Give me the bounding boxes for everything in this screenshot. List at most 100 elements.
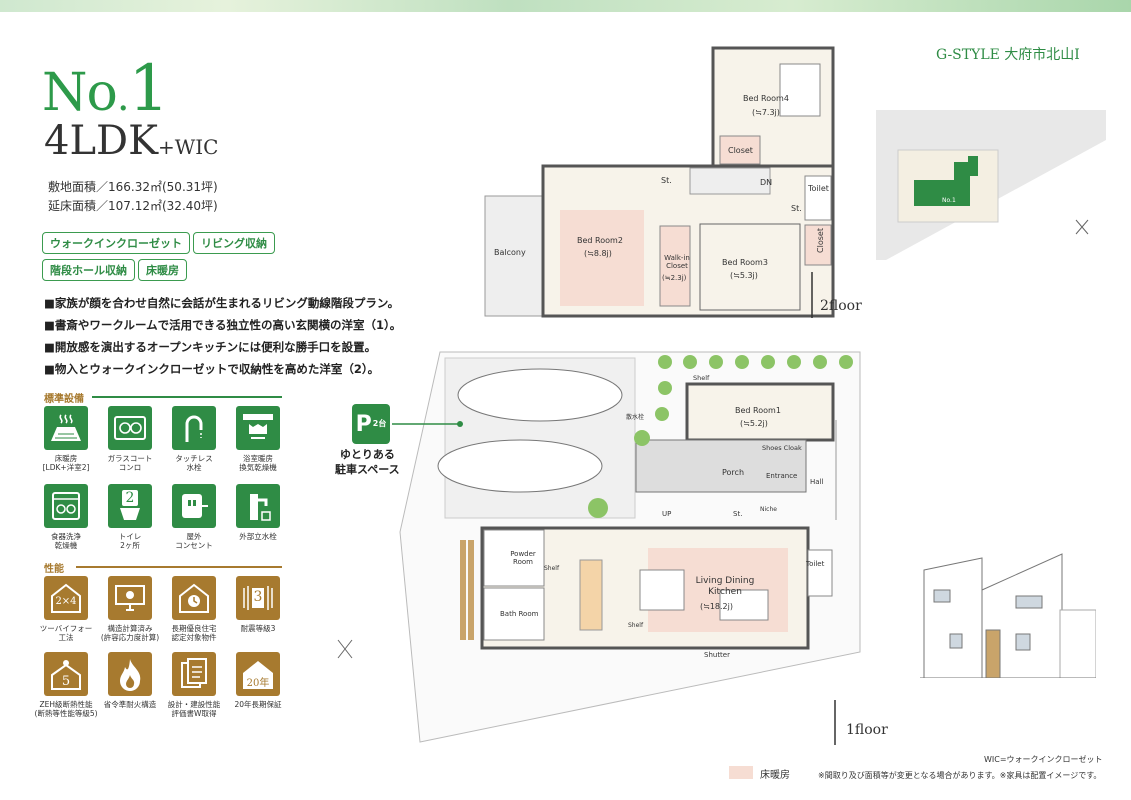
room-size: (≒2.3j) xyxy=(662,274,687,282)
heating-legend-swatch xyxy=(729,766,753,779)
fire-resistant-icon xyxy=(108,652,152,696)
room-label: Toilet xyxy=(808,184,829,193)
icon-caption: 浴室暖房換気乾燥機 xyxy=(239,454,277,473)
room-label: St. xyxy=(733,510,743,518)
icon-caption: 構造計算済み(許容応力度計算) xyxy=(100,624,160,643)
tag-wic: ウォークインクローゼット xyxy=(42,232,190,254)
feature-line: ■書斎やワークルームで活用できる独立性の高い玄関横の洋室（1）。 xyxy=(44,318,402,332)
trees xyxy=(588,355,853,518)
parking-pointer-dot xyxy=(457,421,463,427)
faucet-label: 散水栓 xyxy=(626,414,645,421)
dishwasher-icon xyxy=(44,484,88,528)
room-label: UP xyxy=(662,510,672,518)
icon-caption: 設計・建設性能評価書W取得 xyxy=(167,700,221,719)
wic-note: WIC=ウォークインクローゼット xyxy=(984,755,1103,764)
hedge xyxy=(460,540,474,640)
room-label: St. xyxy=(791,204,802,213)
icon-caption: 省令準耐火構造 xyxy=(103,700,157,709)
icon-caption: 耐震等級3 xyxy=(240,624,276,633)
structure-calc-icon xyxy=(108,576,152,620)
divider xyxy=(76,566,282,568)
outlet-icon xyxy=(172,484,216,528)
tag-living-storage: リビング収納 xyxy=(193,232,275,254)
icon-caption: ガラスコートコンロ xyxy=(107,454,153,473)
room-size: (≒5.3j) xyxy=(730,271,758,280)
icon-caption: 食器洗浄乾燥機 xyxy=(51,532,81,551)
bath-dryer-icon xyxy=(236,406,280,450)
room-label: Shelf xyxy=(693,374,710,382)
room-label: Entrance xyxy=(766,472,798,480)
room-label: Balcony xyxy=(494,248,526,257)
glass-cooktop-icon xyxy=(108,406,152,450)
site-building xyxy=(914,156,978,206)
parking-caption: ゆとりある駐車スペース xyxy=(335,448,400,476)
site-map: No.1 xyxy=(876,110,1106,260)
site-lot-label: No.1 xyxy=(942,197,956,204)
floor-heating-icon xyxy=(44,406,88,450)
floor-area: 延床面積／107.12㎡(32.40坪) xyxy=(48,199,218,213)
tag-floor-heating: 床暖房 xyxy=(138,259,187,281)
floor1-plan xyxy=(399,351,861,743)
outdoor-faucet-icon xyxy=(236,484,280,528)
disclaimer: ※間取り及び面積等が変更となる場合があります。※家具は配置イメージです。 xyxy=(818,771,1102,780)
room-label: Shelf xyxy=(628,622,644,629)
zeh-insulation-icon: 5 xyxy=(44,652,88,696)
feature-line: ■物入とウォークインクローゼットで収納性を高めた洋室（2）。 xyxy=(44,362,380,376)
room-label: DN xyxy=(760,178,773,187)
floor1-label: 1floor xyxy=(846,722,888,738)
earthquake-grade-icon: 3 xyxy=(236,576,280,620)
icon-caption: 長期優良住宅認定対象物件 xyxy=(171,624,217,643)
touchless-faucet-icon xyxy=(172,406,216,450)
icon-caption: 屋外コンセント xyxy=(175,532,213,551)
site-area: 敷地面積／166.32㎡(50.31坪) xyxy=(48,180,218,194)
room-label: Bed Room3 xyxy=(722,258,768,267)
icon-caption: ツーバイフォー工法 xyxy=(39,624,93,643)
warranty-icon: 20年 xyxy=(236,652,280,696)
room-size: (≒5.2j) xyxy=(740,419,768,428)
top-decor-band xyxy=(0,0,1131,12)
room-label: Niche xyxy=(760,506,777,513)
two-by-four-icon: 2×4 xyxy=(44,576,88,620)
icon-caption: 床暖房[LDK+洋室2] xyxy=(42,454,90,473)
room-label: Shelf xyxy=(544,565,560,572)
icon-caption: ZEH級断熱性能(断熱等性能等級5) xyxy=(34,700,98,719)
room-label: Bed Room4 xyxy=(743,94,789,103)
room-label: Closet xyxy=(815,228,825,253)
room-label: Bed Room1 xyxy=(735,406,781,415)
room-label: Bed Room2 xyxy=(577,236,623,245)
icon-caption: 20年長期保証 xyxy=(234,700,282,709)
feature-line: ■開放感を演出するオープンキッチンには便利な勝手口を設置。 xyxy=(44,340,377,354)
room-label: Toilet xyxy=(806,560,825,568)
room-label: Shutter xyxy=(704,651,730,659)
heating-legend-label: 床暖房 xyxy=(760,770,790,781)
feature-line: ■家族が顔を合わせ自然に会話が生まれるリビング動線階段プラン。 xyxy=(44,296,400,310)
icon-caption: タッチレス水栓 xyxy=(175,454,213,473)
room-label: Walk-in Closet xyxy=(664,254,690,271)
room-label: Hall xyxy=(810,478,824,486)
standard-heading: 標準設備 xyxy=(44,394,84,405)
long-life-house-icon xyxy=(172,576,216,620)
floor2-plan xyxy=(484,46,835,318)
house-elevation xyxy=(920,553,1096,678)
plan-type: 4LDK+WIC xyxy=(44,118,219,164)
divider xyxy=(92,396,282,398)
icon-caption: 外部立水栓 xyxy=(239,532,277,541)
room-size: (≒18.2j) xyxy=(700,602,733,611)
room-label: Porch xyxy=(722,468,745,477)
performance-heading: 性能 xyxy=(44,564,64,575)
room-size: (≒7.3j) xyxy=(752,108,780,117)
room-label: Closet xyxy=(728,146,753,155)
room-label: Bath Room xyxy=(500,610,539,618)
room-size: (≒8.8j) xyxy=(584,249,612,258)
room-label: Shoes Cloak xyxy=(762,444,802,452)
room-label: Powder Room xyxy=(510,550,536,566)
design-evaluation-icon xyxy=(172,652,216,696)
north-arrow-icon xyxy=(337,639,353,659)
room-label: Living Dining Kitchen xyxy=(695,576,755,597)
floor2-label: 2floor xyxy=(820,298,862,314)
tag-stair-storage: 階段ホール収納 xyxy=(42,259,135,281)
brand-title: G-STYLE 大府市北山Ⅰ xyxy=(936,47,1080,63)
